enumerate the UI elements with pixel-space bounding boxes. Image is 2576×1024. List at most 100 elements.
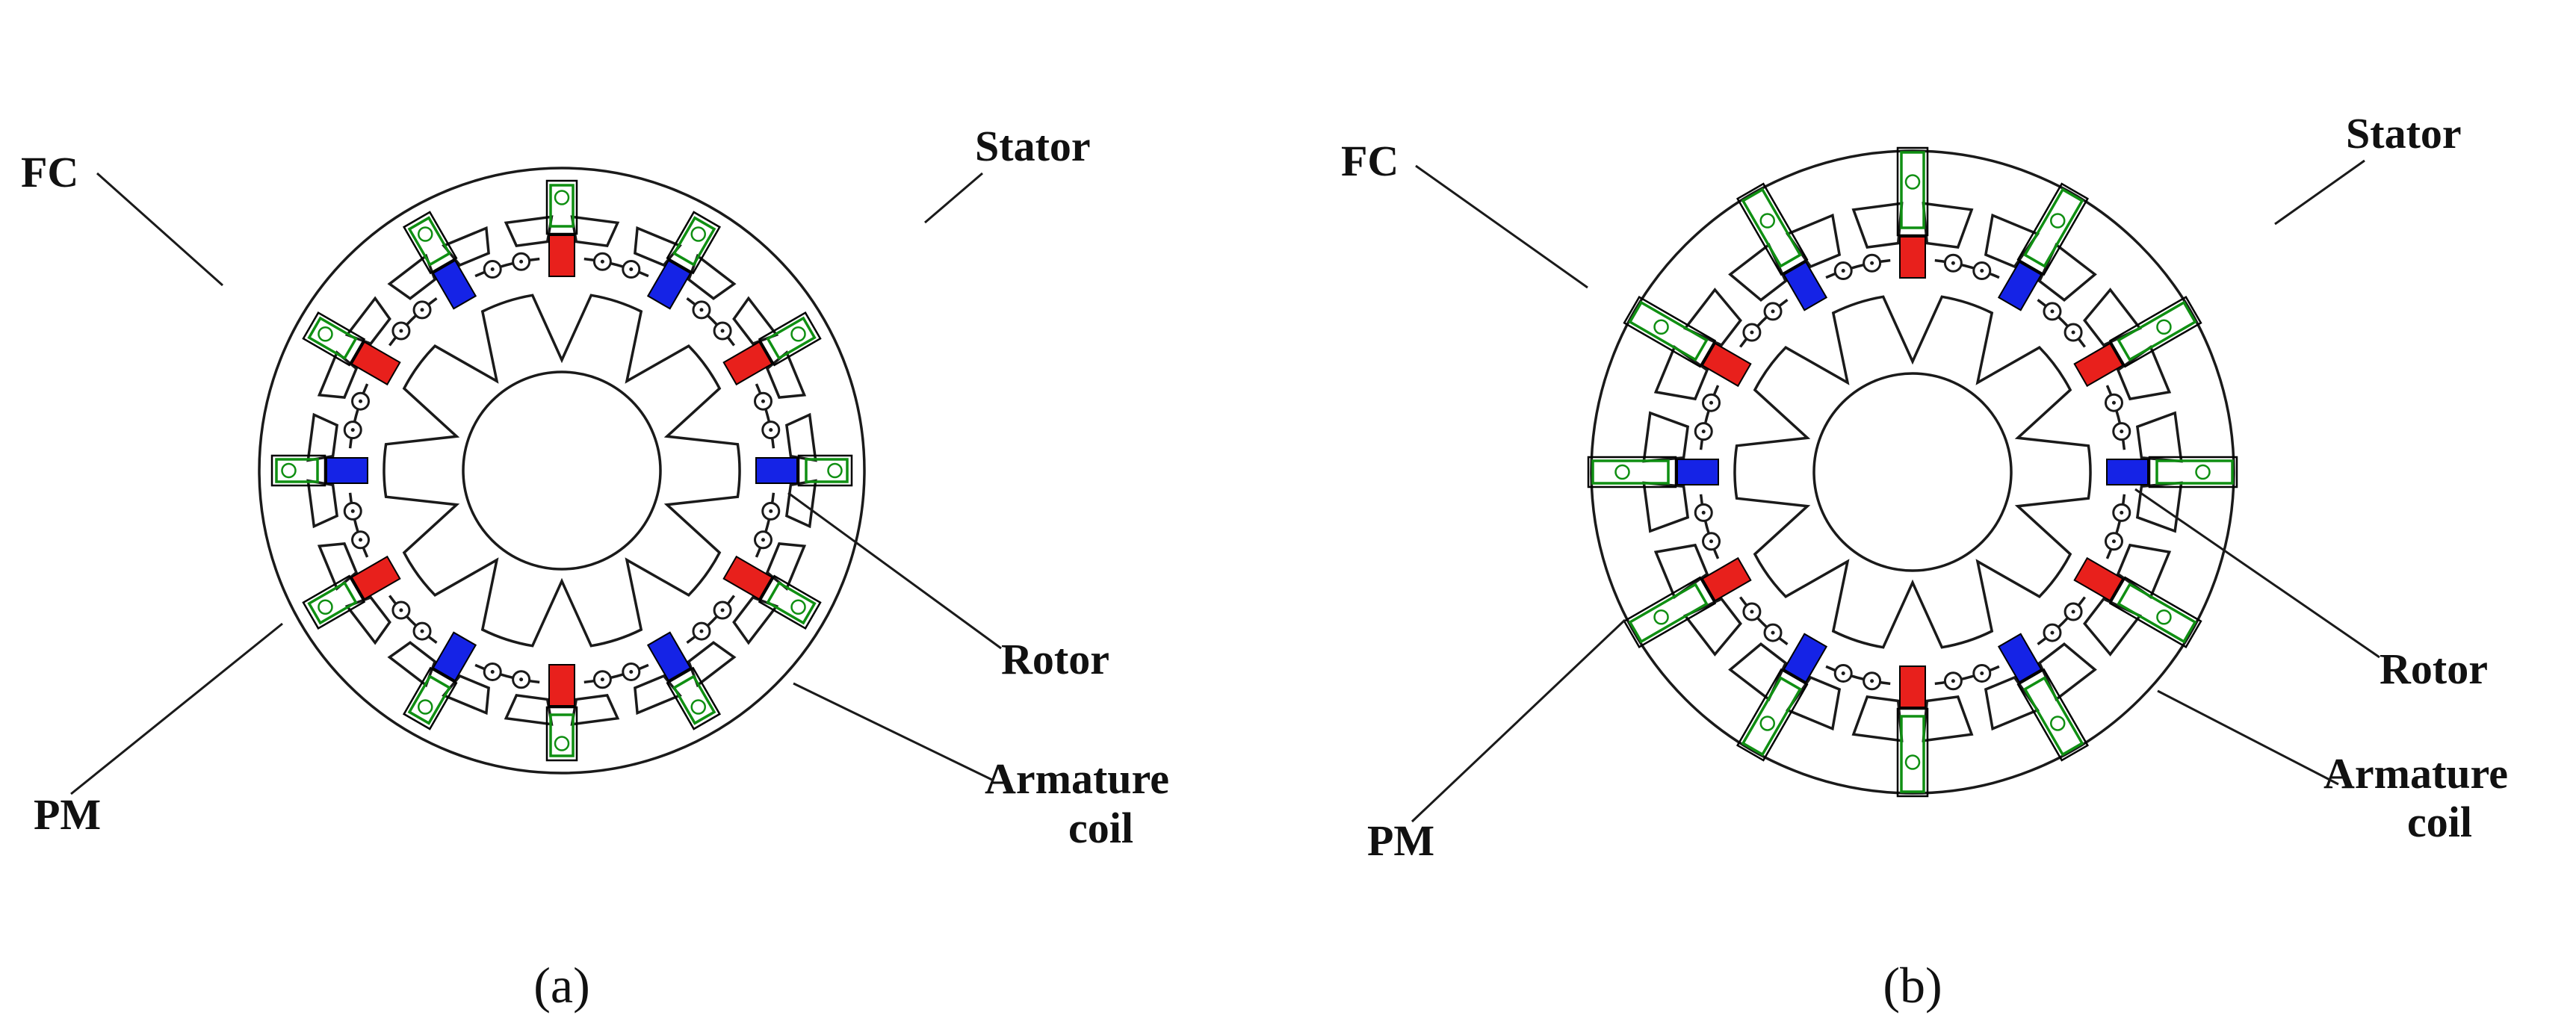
panel-a-machine: FC Stator Rotor PM Armature coil (a) xyxy=(21,122,1169,1014)
field-coil xyxy=(549,713,575,757)
field-coil-symbol xyxy=(1653,319,1669,335)
permanent-magnet xyxy=(432,631,477,682)
permanent-magnet xyxy=(646,631,692,682)
field-coil xyxy=(672,674,716,725)
field-coil-symbol xyxy=(1904,754,1921,770)
stator-yoke-arc xyxy=(2037,596,2087,646)
conductor-dot xyxy=(350,428,355,432)
permanent-magnet xyxy=(646,259,692,310)
stator-yoke-arc xyxy=(686,595,736,645)
field-coil xyxy=(2117,300,2197,361)
field-coil xyxy=(672,216,716,267)
field-coil-slot xyxy=(545,706,578,762)
field-coil xyxy=(766,581,817,625)
stator-yoke-arc xyxy=(2037,298,2087,348)
conductor-dot xyxy=(720,329,725,333)
stator-yoke-arc xyxy=(583,663,649,684)
caption-a: (a) xyxy=(533,957,589,1014)
field-coil-slot xyxy=(402,666,458,730)
field-coil-slot xyxy=(270,454,326,487)
permanent-magnet xyxy=(326,457,368,484)
stator-yoke-arc xyxy=(1934,665,2000,686)
field-coil-slot xyxy=(2148,456,2238,488)
field-coil-symbol xyxy=(790,326,806,342)
stator-slot xyxy=(504,215,554,248)
permanent-magnet xyxy=(2106,459,2149,485)
field-coil-symbol xyxy=(690,226,706,242)
field-coil xyxy=(1900,151,1925,229)
field-coil xyxy=(549,184,575,228)
conductor-dot xyxy=(1841,269,1845,273)
permanent-magnet xyxy=(1997,633,2043,683)
stator-yoke-arc xyxy=(348,492,369,558)
field-coil-slot xyxy=(797,454,853,487)
stator-yoke-arc xyxy=(755,492,775,558)
conductor-dot xyxy=(2050,630,2055,635)
field-coil-slot xyxy=(2108,576,2202,649)
stator-leader-line xyxy=(2274,159,2365,226)
stator-slot xyxy=(2037,242,2097,302)
rotor-label: Rotor xyxy=(1001,635,1109,683)
fc-leader-line xyxy=(96,172,223,287)
field-coil xyxy=(275,458,319,483)
field-coil-symbol xyxy=(2195,464,2211,480)
field-coil-symbol xyxy=(827,462,843,479)
conductor-dot xyxy=(720,608,725,612)
conductor-dot xyxy=(519,677,524,682)
stator-yoke-arc xyxy=(388,595,438,645)
stator-slot xyxy=(570,215,620,248)
stator-slot xyxy=(2135,411,2183,463)
field-coil-symbol xyxy=(1614,464,1630,480)
conductor-dot xyxy=(2120,510,2124,515)
permanent-magnet xyxy=(350,555,401,601)
stator-slot xyxy=(1728,642,1788,702)
field-coil xyxy=(2023,187,2084,268)
stator-slot xyxy=(2083,288,2143,347)
field-coil-slot xyxy=(1896,707,1929,798)
field-coil xyxy=(1741,187,1802,268)
conductor-dot xyxy=(359,538,363,542)
conductor-dot xyxy=(600,677,604,682)
field-coil-slot xyxy=(1587,456,1677,488)
permanent-magnet xyxy=(548,235,575,277)
field-coil-slot xyxy=(302,574,366,630)
stator-outer-boundary xyxy=(1590,149,2235,795)
field-coil-slot xyxy=(2016,668,2090,762)
stator-yoke-arc xyxy=(2105,385,2126,450)
field-coil-symbol xyxy=(318,599,333,615)
field-coil xyxy=(307,581,358,625)
conductor-dot xyxy=(1870,679,1874,683)
conductor-dot xyxy=(490,669,495,674)
armature-leader-line xyxy=(2157,689,2339,786)
field-coil-slot xyxy=(1623,295,1717,368)
permanent-magnet xyxy=(1676,459,1719,485)
field-coil-symbol xyxy=(690,699,706,715)
field-coil-symbol xyxy=(554,190,570,205)
stator-slot xyxy=(1922,695,1974,742)
field-coil-slot xyxy=(1736,668,1809,762)
armature-leader-line xyxy=(793,682,994,782)
field-coil-symbol xyxy=(1653,609,1669,625)
field-coil-symbol xyxy=(318,326,333,342)
conductor-dot xyxy=(2050,309,2055,314)
field-coil xyxy=(2155,459,2234,485)
field-coil-slot xyxy=(545,179,578,235)
rotor-leader-line xyxy=(787,491,1002,650)
stator-yoke-arc xyxy=(1739,298,1789,348)
conductor-dot xyxy=(2071,609,2075,614)
conductor-dot xyxy=(600,259,604,264)
stator-yoke-arc xyxy=(474,663,540,684)
conductor-dot xyxy=(769,509,773,513)
stator-slot xyxy=(306,479,339,529)
conductor-dot xyxy=(1709,539,1714,544)
conductor-dot xyxy=(761,399,765,403)
conductor-dot xyxy=(1980,671,1984,675)
stator-label: Stator xyxy=(975,122,1091,170)
rotor-shaft xyxy=(462,370,662,571)
field-coil-symbol xyxy=(554,736,570,751)
field-coil xyxy=(766,316,817,360)
field-coil-slot xyxy=(1896,146,1929,237)
field-coil-symbol xyxy=(2050,716,2066,731)
field-coil-slot xyxy=(758,574,822,630)
field-coil-symbol xyxy=(418,226,433,242)
